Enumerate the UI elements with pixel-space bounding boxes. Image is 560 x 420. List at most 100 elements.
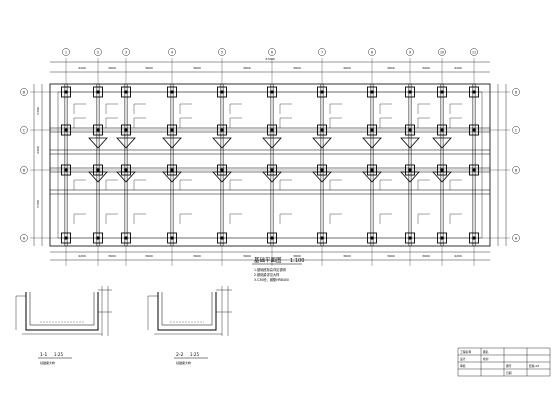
plan-note-1: 1.基础底标高详见说明 (254, 267, 286, 272)
column-core (370, 236, 374, 240)
column-core (64, 90, 68, 94)
dim-top-7: 3600 (343, 66, 351, 70)
grid-bubble-top (168, 48, 176, 56)
title-cell-4: 校对 (483, 357, 489, 361)
plan-outline (49, 83, 491, 247)
column-footing (121, 232, 131, 244)
plan-note-3: 3.C30砼，钢筋HRB400 (254, 277, 289, 282)
pile-cap-upper (212, 137, 232, 149)
foundations (61, 84, 479, 246)
pile-cap-lower (162, 171, 182, 183)
column-footing (167, 164, 177, 176)
dim-left-2: 2400 (36, 146, 40, 154)
column-footing (121, 164, 131, 176)
title-block (457, 347, 551, 377)
pile-cap-upper (312, 137, 332, 149)
dim-top-3: 3600 (145, 66, 153, 70)
pile-cap-lower (88, 171, 108, 183)
column-core (408, 128, 412, 132)
column-core (170, 128, 174, 132)
column-footing (367, 164, 377, 176)
dim-bottom-10: 4200 (454, 254, 462, 258)
column-footing (469, 86, 479, 98)
section-2-2-title: 2-2 (176, 352, 183, 358)
pile-cap-upper (162, 137, 182, 149)
column-core (440, 128, 444, 132)
column-core (170, 236, 174, 240)
grid-bubble-top (94, 48, 102, 56)
title-cell-5: 审核 (460, 364, 466, 368)
dim-left-3: 5700 (36, 200, 40, 208)
column-core (64, 128, 68, 132)
column-footing (367, 124, 377, 136)
grid-bubble-left (20, 126, 28, 134)
grid-label-right-A: A (515, 236, 518, 240)
column-footing (317, 86, 327, 98)
dim-top-2: 3600 (108, 66, 116, 70)
column-core (408, 236, 412, 240)
dim-top-9: 3600 (422, 66, 430, 70)
column-footing (217, 124, 227, 136)
plan-title: 基础平面图 (254, 256, 282, 264)
column-footing (367, 86, 377, 98)
column-core (440, 236, 444, 240)
column-footing (121, 124, 131, 136)
plan-scale: 1:100 (290, 258, 304, 264)
grid-bubble-top (318, 48, 326, 56)
column-footing (267, 164, 277, 176)
grid-label-top-5: 5 (221, 50, 223, 54)
column-core (320, 236, 324, 240)
grid-bubble-right (512, 126, 520, 134)
column-footing (267, 86, 277, 98)
pile-cap-upper (262, 137, 282, 149)
column-footing (93, 86, 103, 98)
column-core (124, 90, 128, 94)
dim-bottom-4: 3600 (193, 254, 201, 258)
column-core (270, 90, 274, 94)
dim-bottom-2: 3600 (108, 254, 116, 258)
column-core (96, 168, 100, 172)
dim-bottom-7: 3600 (343, 254, 351, 258)
grid-label-top-7: 7 (321, 50, 323, 54)
column-footing (437, 86, 447, 98)
column-footing (437, 164, 447, 176)
grid-lines (30, 58, 510, 266)
title-cell-2: 图名 (483, 350, 489, 354)
grid-label-right-C: C (515, 128, 518, 132)
foundation-plan (33, 61, 507, 261)
section-1-1-note: 基础梁大样 (40, 360, 55, 365)
column-core (472, 168, 476, 172)
column-footing (93, 232, 103, 244)
column-footing (61, 232, 71, 244)
column-footing (317, 124, 327, 136)
grid-bubble-right (512, 234, 520, 242)
dim-total: 37200 (265, 57, 275, 61)
column-footing (61, 164, 71, 176)
section-1-1-profile (25, 292, 99, 331)
grid-label-top-4: 4 (171, 50, 173, 54)
pile-cap-upper (432, 137, 452, 149)
grid-bubble-top (406, 48, 414, 56)
column-footing (469, 232, 479, 244)
column-core (96, 236, 100, 240)
title-cell-1: 工程名称 (460, 350, 471, 354)
grid-label-top-11: 11 (472, 50, 476, 54)
column-footing (469, 124, 479, 136)
section-1-1-scale: 1:25 (54, 352, 63, 357)
section-2-2-profile (157, 292, 217, 331)
section-2-2 (147, 286, 232, 336)
column-footing (317, 232, 327, 244)
column-footing (167, 232, 177, 244)
pile-cap-lower (362, 171, 382, 183)
column-core (370, 90, 374, 94)
column-core (96, 90, 100, 94)
column-core (170, 90, 174, 94)
dim-bottom-3: 3600 (145, 254, 153, 258)
column-footing (217, 164, 227, 176)
column-footing (61, 124, 71, 136)
dim-top-6: 3600 (293, 66, 301, 70)
pile-cap-lower (400, 171, 420, 183)
column-footing (61, 86, 71, 98)
